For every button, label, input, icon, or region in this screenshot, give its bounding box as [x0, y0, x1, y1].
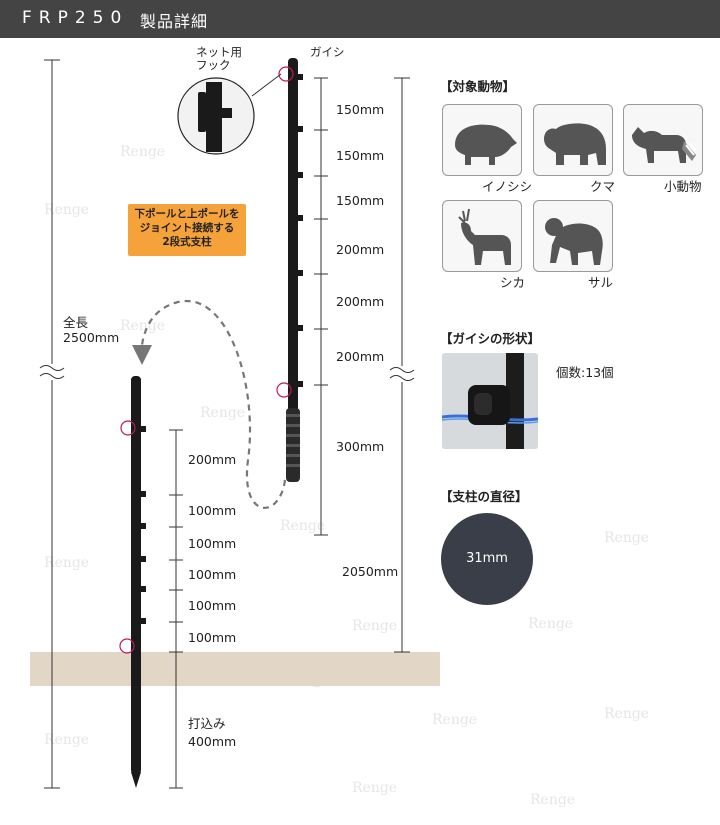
upper-dim-6: 200mm: [336, 349, 385, 364]
monkey-icon: [545, 218, 603, 265]
watermark: Renge: [352, 618, 398, 634]
lower-pole: [131, 376, 141, 774]
watermark: Renge: [604, 706, 650, 722]
watermark: Renge: [352, 780, 398, 796]
watermark: Renge: [528, 616, 574, 632]
hook-label-2: フック: [196, 58, 231, 72]
watermark: Renge: [44, 555, 90, 571]
upper-dim-7: 300mm: [336, 439, 385, 454]
animal-label-monkey: サル: [588, 275, 614, 290]
lower-dim-1: 200mm: [188, 452, 237, 467]
upper-dim-3: 150mm: [336, 193, 385, 208]
animal-label-bear: クマ: [590, 179, 616, 194]
watermark: Renge: [604, 530, 650, 546]
page-title: 製品詳細: [140, 12, 209, 31]
upper-pole: [288, 58, 298, 478]
model-name: FRP250: [22, 8, 129, 28]
deer-icon: [458, 208, 511, 265]
driven-value: 400mm: [188, 734, 237, 749]
boar-icon: [455, 124, 517, 165]
upper-dim-4: 200mm: [336, 242, 385, 257]
upper-dim-5: 200mm: [336, 294, 385, 309]
lower-dim-4: 100mm: [188, 567, 237, 582]
total-length-value: 2500mm: [63, 330, 120, 345]
insulator-icon: [442, 353, 538, 449]
animal-label-small: 小動物: [664, 179, 702, 194]
title-bar: FRP250 製品詳細: [0, 0, 720, 38]
watermark: Renge: [44, 202, 90, 218]
insulator-label: ガイシ: [310, 45, 345, 59]
insulator-shape-title: 【ガイシの形状】: [440, 331, 541, 346]
total-length-label: 全長: [63, 315, 89, 330]
raccoon-icon: [632, 127, 697, 163]
upper-total-dim: 2050mm: [342, 564, 399, 579]
upper-dim-1: 150mm: [336, 102, 385, 117]
animal-label-deer: シカ: [500, 275, 526, 290]
lower-dim-2: 100mm: [188, 503, 237, 518]
watermark: Renge: [432, 712, 478, 728]
animal-card-small: [623, 104, 703, 176]
watermark: Renge: [120, 144, 166, 160]
animals-title: 【対象動物】: [440, 79, 516, 94]
lower-dim-3: 100mm: [188, 536, 237, 551]
watermark: Renge: [530, 792, 576, 808]
bear-icon: [544, 123, 606, 165]
joint-note: 下ポールと上ポールを ジョイント接続する 2段式支柱: [128, 204, 246, 256]
ground-band: [30, 652, 440, 686]
hook-label-1: ネット用: [196, 45, 242, 59]
animal-label-boar: イノシシ: [482, 179, 533, 194]
lower-dim-5: 100mm: [188, 598, 237, 613]
watermark: Renge: [44, 732, 90, 748]
lower-dim-6: 100mm: [188, 630, 237, 645]
watermark: Renge: [200, 405, 246, 421]
diameter-circle: 31mm: [441, 513, 533, 605]
animal-card-boar: [442, 104, 522, 176]
animal-card-bear: [533, 104, 613, 176]
watermark: Renge: [120, 318, 166, 334]
diameter-title: 【支柱の直径】: [440, 489, 528, 504]
animal-card-monkey: [533, 200, 613, 272]
insulator-photo: [442, 353, 538, 449]
animal-card-deer: [442, 200, 522, 272]
upper-dim-2: 150mm: [336, 148, 385, 163]
watermark: Renge: [280, 518, 326, 534]
insulator-count: 個数:13個: [556, 365, 614, 380]
driven-label: 打込み: [188, 716, 226, 731]
